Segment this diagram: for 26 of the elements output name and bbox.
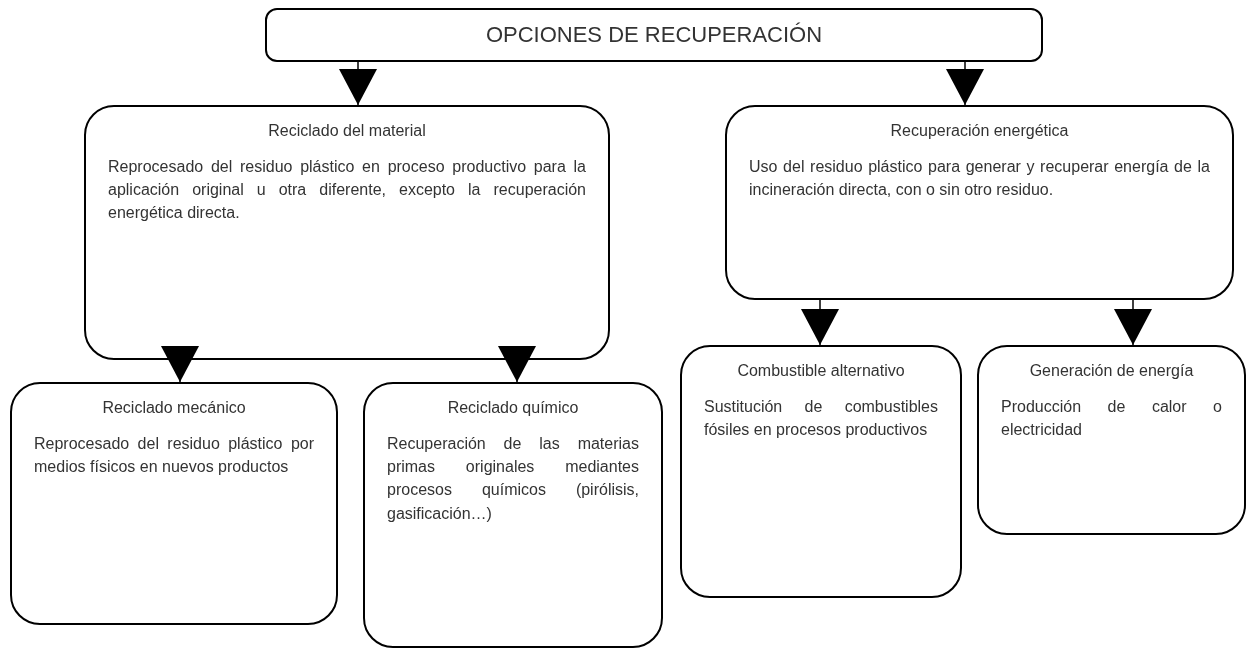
- box-description: Reprocesado del residuo plástico por medios físicos en nuevos productos: [34, 434, 314, 478]
- box-heading: Reciclado del material: [267, 121, 427, 141]
- box-description: Sustitución de combustibles fósiles en procesos productivos: [704, 397, 938, 441]
- box-heading: OPCIONES DE RECUPERACIÓN: [485, 21, 823, 49]
- box-description: Reprocesado del residuo plástico en proceso productivo para la aplicación original u otra diferente, excepto la recuperación energética directa.: [108, 157, 586, 224]
- box-description: Recuperación de las materias primas originales mediantes procesos químicos (pirólisis, gasificación…): [387, 434, 639, 524]
- box-heading: Combustible alternativo: [736, 361, 906, 381]
- box-heading: Reciclado mecánico: [101, 398, 247, 418]
- arrow: [339, 61, 377, 106]
- process-box: [725, 105, 1234, 300]
- arrow: [498, 346, 536, 383]
- box-heading: Reciclado químico: [446, 398, 580, 418]
- box-heading: Recuperación energética: [889, 121, 1070, 141]
- box-heading: Generación de energía: [1028, 361, 1195, 381]
- arrow: [1114, 299, 1152, 346]
- arrow: [161, 346, 199, 383]
- process-box: [680, 345, 962, 598]
- process-box: [84, 105, 610, 360]
- title-box: [265, 8, 1043, 62]
- box-description: Uso del residuo plástico para generar y recuperar energía de la incineración directa, con o sin otro residuo.: [749, 157, 1210, 201]
- process-box: [977, 345, 1246, 535]
- process-box: [10, 382, 338, 625]
- box-description: Producción de calor o electricidad: [1001, 397, 1222, 441]
- arrow: [801, 299, 839, 346]
- process-box: [363, 382, 663, 648]
- arrow: [946, 61, 984, 106]
